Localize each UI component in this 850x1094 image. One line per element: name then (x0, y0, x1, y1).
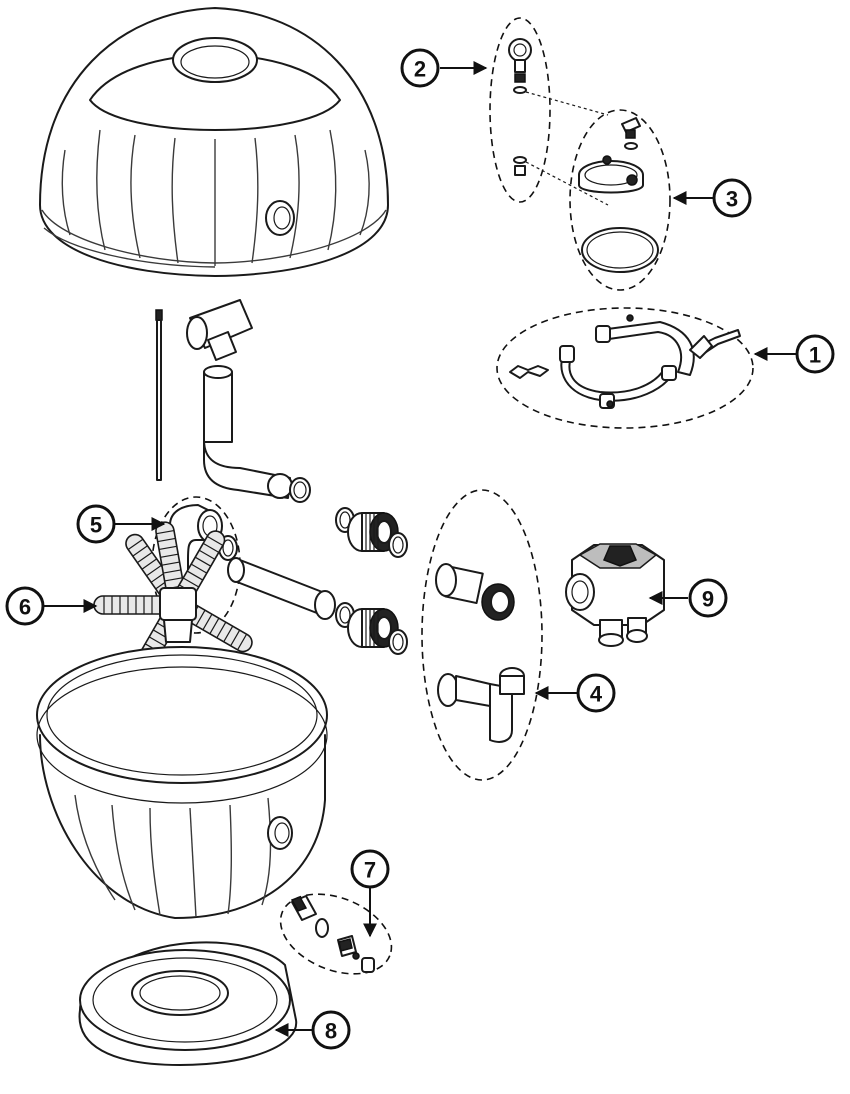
connecting-pipe (227, 557, 336, 620)
callout-3: 3 (712, 178, 752, 218)
base-stand (78, 941, 298, 1066)
laterals-hub (93, 519, 257, 684)
tank-lid-group (569, 109, 671, 291)
drain-assembly-group (279, 893, 393, 975)
callout-2-label: 2 (414, 57, 426, 82)
callout-9: 9 (688, 578, 728, 618)
group-1-outline (496, 307, 754, 429)
group-3-outline (569, 109, 671, 291)
valve-unions-group (421, 489, 543, 781)
callout-5: 5 (76, 504, 116, 544)
multiport-valve (565, 543, 665, 647)
callout-8-label: 8 (325, 1019, 337, 1044)
callout-8: 8 (311, 1010, 351, 1050)
pressure-gauge-group (489, 17, 609, 206)
callout-7-label: 7 (364, 858, 376, 883)
leader-lines (44, 61, 796, 1037)
bottom-tank (36, 646, 328, 919)
callout-5-label: 5 (90, 513, 102, 538)
callout-2: 2 (400, 48, 440, 88)
callout-9-label: 9 (702, 587, 714, 612)
callout-3-label: 3 (726, 187, 738, 212)
group-4-outline (421, 489, 543, 781)
callout-1: 1 (795, 334, 835, 374)
pipe-unions (335, 507, 408, 655)
callout-6-label: 6 (19, 595, 31, 620)
group-7-outline (279, 893, 393, 975)
callout-7: 7 (350, 849, 390, 889)
callout-6: 6 (5, 586, 45, 626)
clamp-ring-group (496, 307, 754, 429)
callout-4: 4 (576, 673, 616, 713)
callout-1-label: 1 (809, 343, 821, 368)
air-bleed-rod (155, 309, 163, 481)
top-tank-dome (39, 7, 389, 277)
group-2-outline (489, 17, 551, 203)
inner-collector-pipe (186, 299, 311, 503)
callout-4-label: 4 (590, 682, 603, 707)
